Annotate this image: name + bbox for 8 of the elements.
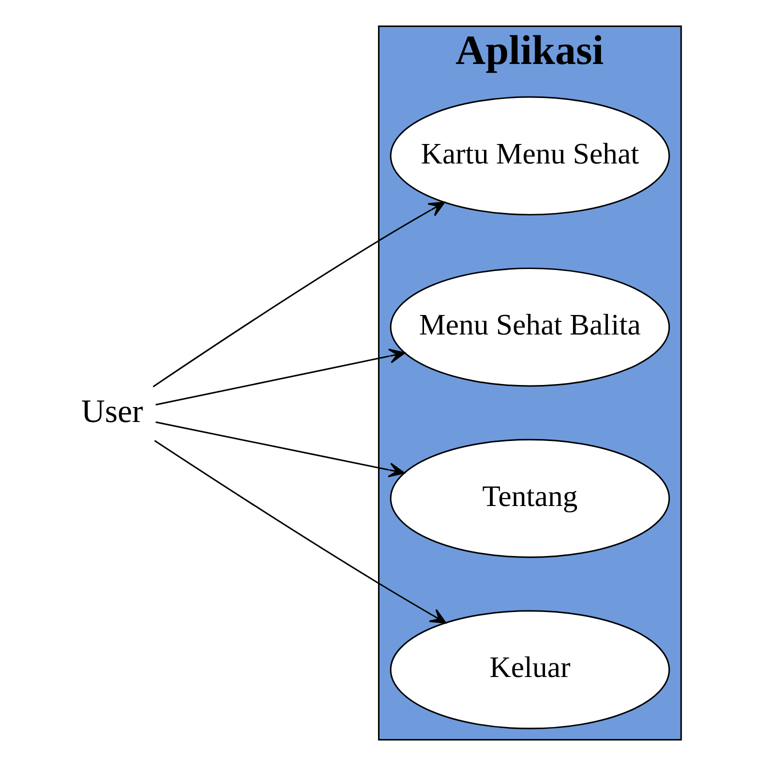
arrow — [154, 440, 446, 624]
node-ellipse: Menu Sehat Balita — [390, 268, 670, 387]
node-ellipse: Keluar — [390, 610, 670, 730]
arrow — [152, 202, 446, 388]
node-ellipse: Tentang — [390, 438, 670, 558]
arrow — [156, 348, 406, 406]
node-text: User — [81, 394, 144, 430]
arrow — [156, 421, 405, 478]
